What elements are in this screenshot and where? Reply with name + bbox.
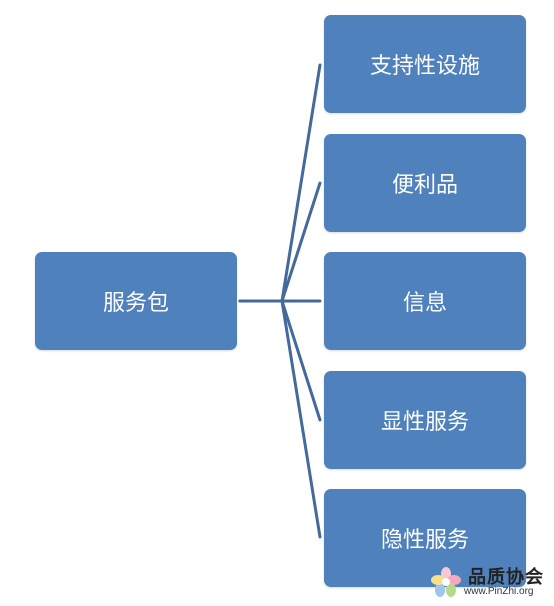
- child-node-label: 便利品: [391, 173, 458, 198]
- child-node-label: 显性服务: [380, 410, 469, 435]
- child-node-supporting-facilities: 支持性设施: [324, 15, 526, 113]
- child-node-label: 支持性设施: [369, 54, 480, 79]
- child-node-label: 信息: [402, 291, 447, 316]
- connector-5: [238, 299, 322, 539]
- connector-1: [238, 63, 322, 303]
- child-node-facilitating-goods: 便利品: [324, 134, 526, 232]
- child-node-label: 隐性服务: [380, 528, 469, 553]
- watermark-logo: 品质协会 www.PinZhi.org: [430, 560, 552, 602]
- connector-4: [238, 299, 322, 422]
- child-node-implicit-services: 隐性服务: [324, 489, 526, 587]
- watermark-url: www.PinZhi.org: [464, 586, 534, 597]
- child-node-information: 信息: [324, 252, 526, 350]
- flower-logo-icon: [431, 567, 461, 597]
- connector-2: [238, 181, 322, 303]
- watermark-title: 品质协会: [468, 567, 544, 588]
- root-node-label: 服务包: [102, 291, 169, 316]
- root-node-service-package: 服务包: [35, 252, 237, 350]
- child-node-explicit-services: 显性服务: [324, 371, 526, 469]
